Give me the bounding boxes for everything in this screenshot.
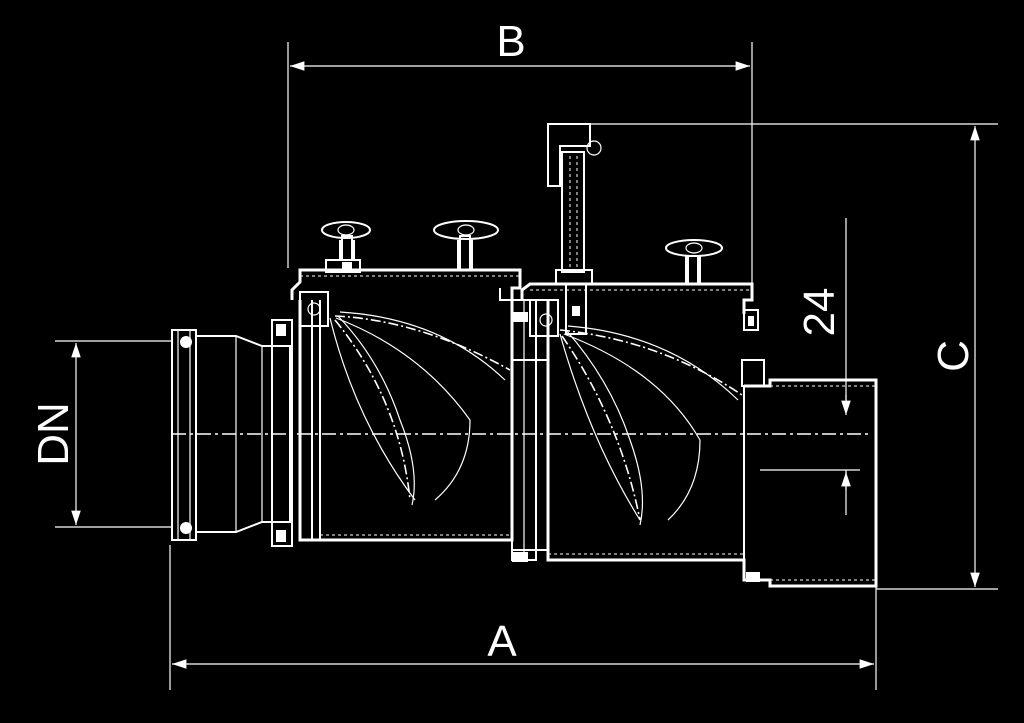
outlet-spigot (743, 378, 878, 588)
dimension-c: C (590, 123, 998, 590)
dimension-c-label: C (929, 340, 978, 372)
dimension-b-label: B (496, 17, 525, 66)
level-indicator-rod (547, 123, 602, 335)
shutoff-knob-1-icon[interactable] (321, 221, 371, 261)
inlet-socket (171, 319, 293, 547)
dimension-a-label: A (487, 617, 517, 666)
dimension-b: B (287, 17, 753, 290)
shutoff-knob-3-icon[interactable] (665, 239, 723, 285)
dimension-24: 24 (760, 218, 860, 515)
shutoff-knob-2-icon[interactable] (433, 220, 499, 271)
dimension-24-label: 24 (795, 288, 844, 337)
flap-1 (329, 311, 511, 506)
dimension-a: A (169, 545, 877, 690)
dimension-dn: DN (29, 340, 172, 528)
valve-chamber-2 (511, 282, 770, 582)
dimension-dn-label: DN (29, 402, 78, 466)
valve-chamber-1 (290, 259, 522, 542)
flap-2 (559, 325, 743, 526)
